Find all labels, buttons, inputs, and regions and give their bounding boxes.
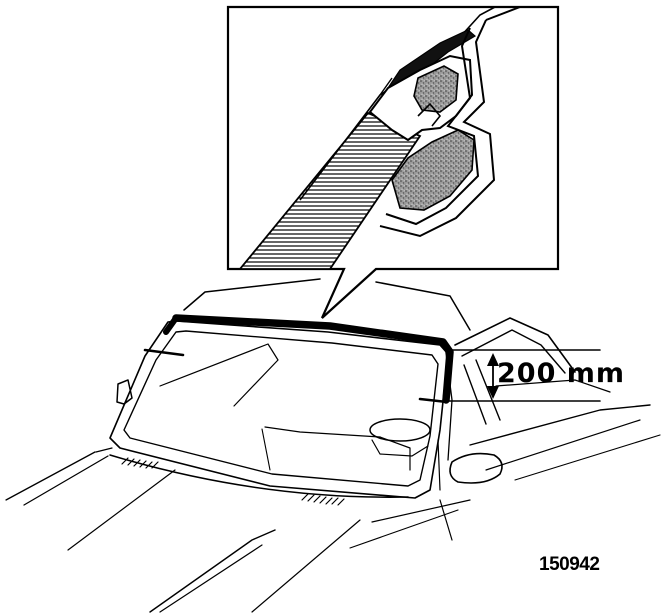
- detail-inset: [226, 5, 560, 319]
- right-mark-line: [418, 397, 449, 404]
- windscreen: [109, 314, 454, 499]
- left-mark-line: [143, 348, 185, 357]
- seal-cross-section: [238, 7, 521, 269]
- figure-number: 150942: [539, 554, 600, 575]
- dimension-label: 200 mm: [497, 358, 626, 389]
- car-outline: [5, 278, 661, 613]
- dimension-arrowheads: [487, 353, 499, 399]
